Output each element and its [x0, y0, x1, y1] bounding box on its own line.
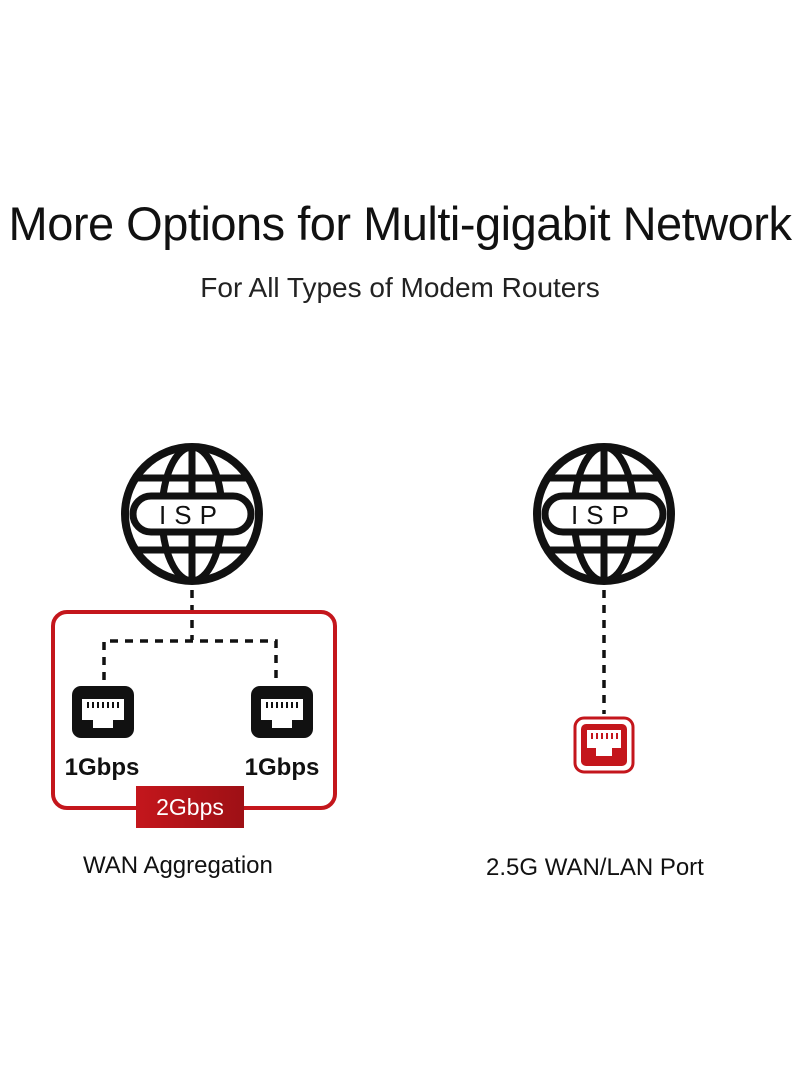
page-subtitle: For All Types of Modem Routers	[200, 272, 600, 303]
globe-icon	[121, 443, 263, 585]
aggregate-speed-badge	[136, 786, 244, 828]
ethernet-port-icon	[251, 686, 313, 738]
aggregate-speed-label: 2Gbps	[156, 794, 224, 820]
port-speed-label: 1Gbps	[245, 754, 320, 781]
isp-label: ISP	[571, 500, 637, 530]
wan-lan-port-caption: 2.5G WAN/LAN Port	[486, 854, 704, 881]
isp-label: ISP	[159, 500, 225, 530]
globe-icon	[533, 443, 675, 585]
ethernet-port-icon	[573, 716, 635, 774]
page-title: More Options for Multi-gigabit Network	[8, 197, 792, 250]
connection-lines	[102, 590, 278, 680]
wan-aggregation-caption: WAN Aggregation	[83, 852, 273, 879]
ethernet-port-icon	[72, 686, 134, 738]
port-speed-label: 1Gbps	[65, 754, 140, 781]
